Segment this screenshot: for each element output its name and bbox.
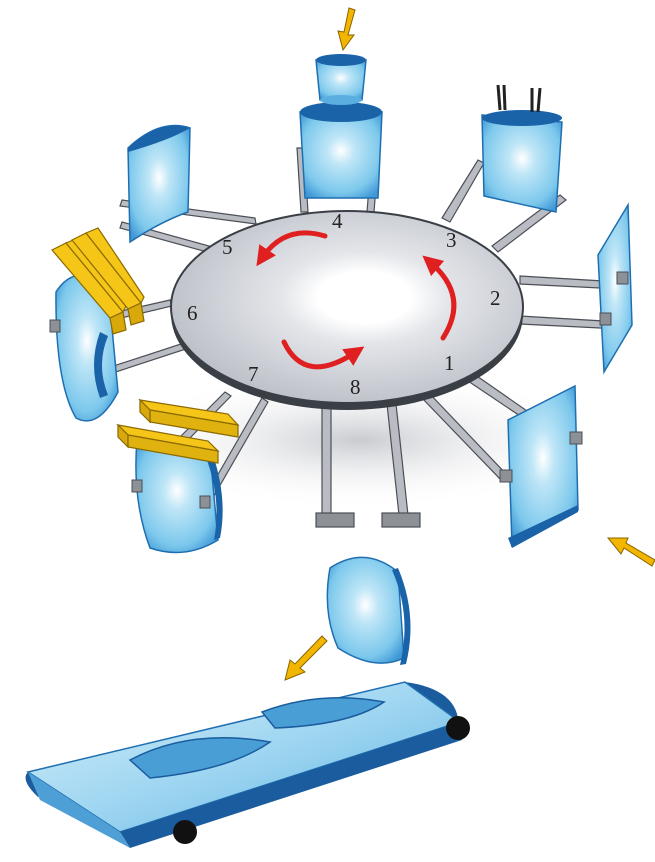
station-number-6: 6 bbox=[187, 301, 198, 325]
station-number-2: 2 bbox=[490, 286, 501, 310]
conveyor-belt bbox=[26, 682, 470, 848]
station-number-4: 4 bbox=[332, 209, 343, 233]
station-4-loading-mold bbox=[300, 54, 382, 198]
station-number-8: 8 bbox=[350, 375, 361, 399]
press-rod-left-icon bbox=[498, 85, 505, 110]
released-lens-blank bbox=[327, 557, 410, 665]
station-number-7: 7 bbox=[248, 362, 259, 386]
output-arrow-conveyor-icon bbox=[285, 636, 327, 680]
station-3-press-mold bbox=[482, 85, 562, 212]
press-rod-right-icon bbox=[532, 88, 540, 112]
station-2-mold bbox=[598, 205, 632, 372]
station-number-3: 3 bbox=[446, 228, 457, 252]
station-8-grippers bbox=[316, 513, 420, 527]
conveyor-roller-back-icon bbox=[446, 716, 470, 740]
input-arrow-right-icon bbox=[608, 538, 655, 566]
input-arrow-top-icon bbox=[338, 8, 355, 50]
station-number-1: 1 bbox=[444, 351, 455, 375]
conveyor-roller-front-icon bbox=[173, 820, 197, 844]
arm-station-8-left bbox=[322, 404, 331, 515]
station-number-5: 5 bbox=[222, 235, 233, 259]
arm-station-3-a bbox=[442, 160, 484, 222]
station-5-mold bbox=[128, 126, 190, 243]
